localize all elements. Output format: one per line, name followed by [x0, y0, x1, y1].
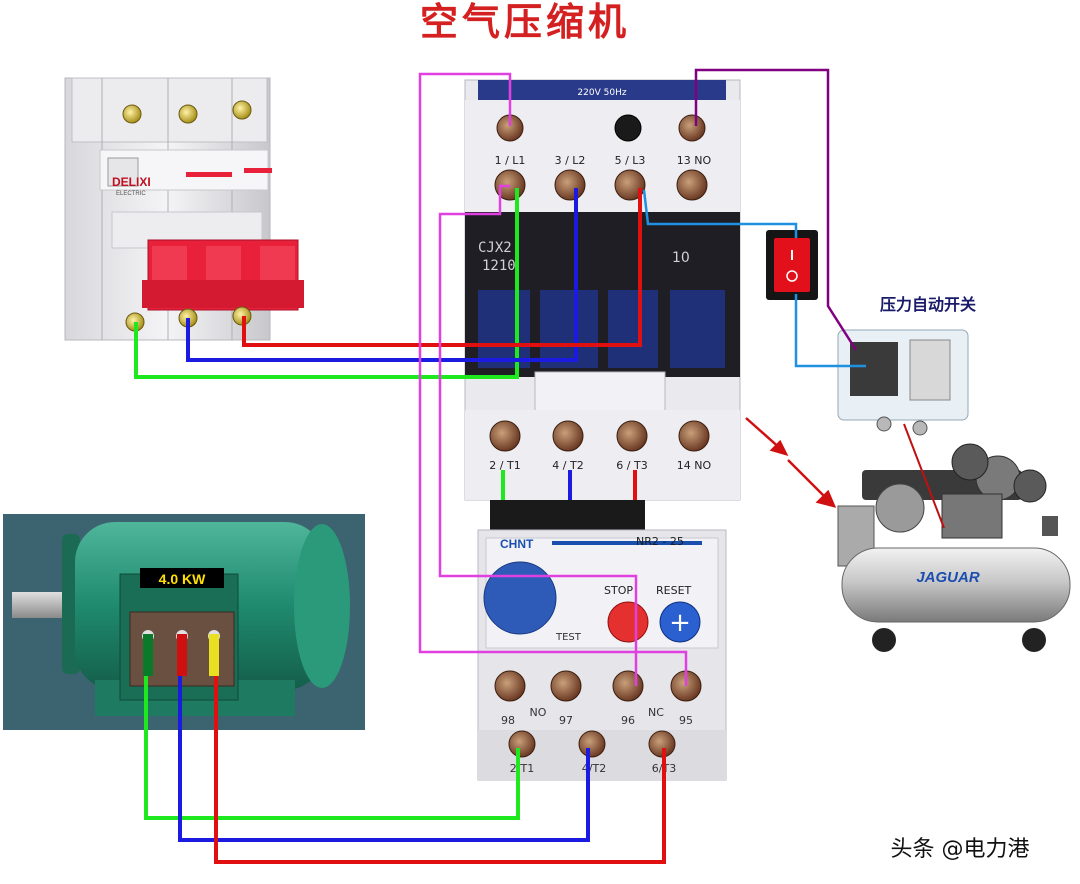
relay-aux-98: 98 [501, 714, 515, 727]
relay-current-dial[interactable] [483, 561, 557, 635]
relay-aux-no: NO [530, 706, 547, 719]
relay-reset-label: RESET [656, 584, 692, 597]
contactor-top-screws [494, 114, 708, 201]
control-wires [418, 68, 945, 686]
relay-model: NR2 - 25 [636, 535, 684, 548]
wire-l3-red [242, 188, 642, 347]
contactor-model-1: CJX2 [478, 240, 512, 256]
contactor-terminal-14no: 14 NO [677, 459, 712, 472]
relay-aux-95: 95 [679, 714, 693, 727]
watermark: 头条 @电力港 [891, 837, 1030, 862]
pressure-switch [837, 329, 969, 436]
wire-switch-to-compressor [903, 423, 945, 529]
wire-l1-green [134, 188, 519, 379]
relay-test-label: TEST [555, 632, 582, 643]
motor-power-plate [140, 568, 224, 588]
arrow-to-compressor [745, 417, 837, 508]
contactor-model-2: 1210 [482, 258, 516, 274]
breaker-brand: DELIXI [112, 175, 151, 189]
stop-button[interactable] [607, 601, 649, 643]
contactor-terminal-t3: 6 / T3 [616, 459, 647, 472]
contactor-terminal-l3: 5 / L3 [615, 154, 646, 167]
contactor: 220V 50Hz 1 / L1 3 / L2 5 / L3 13 NO CJX… [464, 79, 741, 501]
relay-aux-97: 97 [559, 714, 573, 727]
wire-t3-red [214, 676, 666, 864]
wire-l2-blue [186, 188, 578, 362]
contactor-terminal-l2: 3 / L2 [555, 154, 586, 167]
relay-out-t2: 4/T2 [582, 762, 606, 775]
reset-cross-icon: + [669, 608, 691, 638]
pressure-switch-label: 压力自动开关 [880, 295, 976, 314]
contactor-terminal-l1: 1 / L1 [495, 154, 526, 167]
contactor-terminal-13no: 13 NO [677, 154, 712, 167]
wire-lightblue-2 [794, 294, 866, 368]
relay-aux-nc: NC [648, 706, 664, 719]
relay-stop-label: STOP [604, 584, 633, 597]
wire-t2-blue [178, 676, 590, 842]
motor-power-label: 4.0 KW [159, 571, 206, 587]
compressor-brand: JAGUAR [916, 569, 980, 586]
wire-magenta-outer [418, 72, 688, 686]
wire-t1-green [144, 676, 520, 820]
overload-relay: CHNT NR2 - 25 TEST STOP RESET + 98 NO 97… [477, 500, 727, 781]
air-compressor: JAGUAR [837, 443, 1071, 652]
contactor-bottom-screws [489, 420, 710, 452]
breaker-brand-sub: ELECTRIC [116, 191, 146, 197]
relay-out-t1: 2/T1 [510, 762, 534, 775]
motor: 4.0 KW [3, 514, 365, 730]
contactor-aux-number: 10 [672, 250, 690, 266]
circuit-breaker: DELIXI ELECTRIC [64, 77, 304, 341]
relay-aux-96: 96 [621, 714, 635, 727]
contactor-terminal-t2: 4 / T2 [552, 459, 583, 472]
wires [134, 188, 666, 864]
page-title: 空气压缩机 [420, 0, 630, 44]
wire-lightblue [642, 189, 798, 238]
wire-purple-13no [694, 68, 858, 351]
contactor-top-plate: 220V 50Hz [577, 88, 626, 98]
rocker-switch[interactable] [766, 230, 818, 300]
reset-button[interactable] [659, 601, 701, 643]
relay-output-screws [508, 730, 676, 758]
contactor-terminal-t1: 2 / T1 [489, 459, 520, 472]
relay-brand: CHNT [500, 537, 534, 551]
wire-magenta-inner [438, 184, 638, 686]
